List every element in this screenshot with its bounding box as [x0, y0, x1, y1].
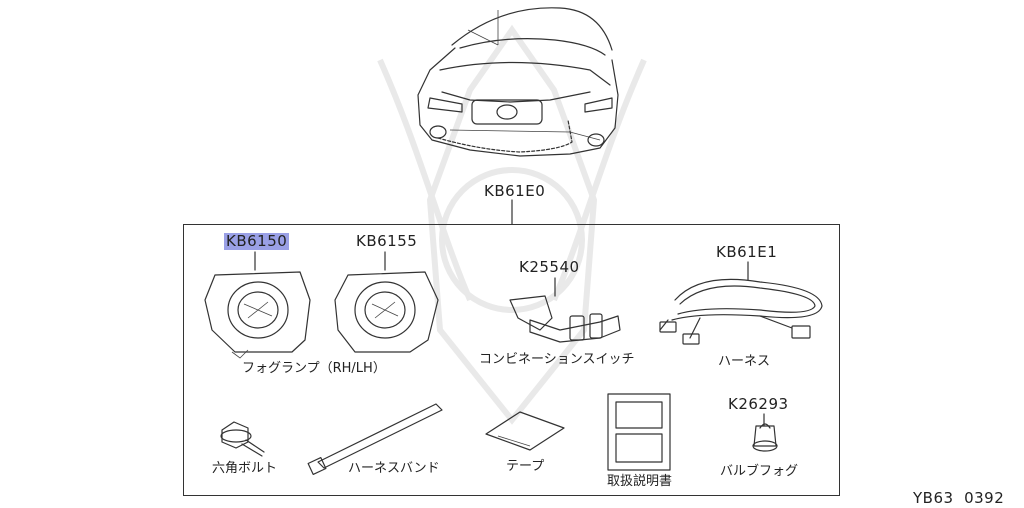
fog-lamp-lh-code[interactable]: KB6155 — [356, 232, 418, 250]
manual-name: 取扱説明書 — [607, 474, 673, 489]
fog-lamp-rh-illustration — [204, 251, 311, 359]
manual-illustration — [607, 393, 671, 471]
kit-code-label: KB61E0 — [484, 182, 546, 200]
harness-illustration — [659, 261, 823, 345]
harness-band-illustration — [307, 403, 443, 475]
bulb-code[interactable]: K26293 — [728, 395, 789, 413]
fog-lamp-name: フォグランプ（RH/LH） — [242, 361, 386, 376]
fog-lamp-rh-code[interactable]: KB6150 — [224, 232, 290, 250]
switch-name: コンビネーションスイッチ — [479, 352, 635, 367]
switch-code[interactable]: K25540 — [519, 258, 580, 276]
fog-bulb-illustration — [752, 413, 778, 452]
bulb-name: バルブフォグ — [720, 464, 799, 479]
watermark-emblem — [377, 24, 647, 425]
hex-bolt-illustration — [220, 421, 265, 457]
harness-code[interactable]: KB61E1 — [716, 243, 778, 261]
drawing-id: YB63 0392 — [913, 489, 1005, 507]
harness-band-name: ハーネスバンド — [348, 461, 440, 476]
kit-contents-box — [183, 224, 840, 496]
tape-name: テープ — [506, 459, 545, 474]
car-illustration — [417, 7, 619, 157]
harness-name: ハーネス — [718, 354, 771, 369]
tape-illustration — [485, 411, 565, 451]
combination-switch-illustration — [509, 277, 621, 343]
bolt-name: 六角ボルト — [212, 461, 278, 476]
fog-lamp-lh-illustration — [334, 251, 439, 353]
